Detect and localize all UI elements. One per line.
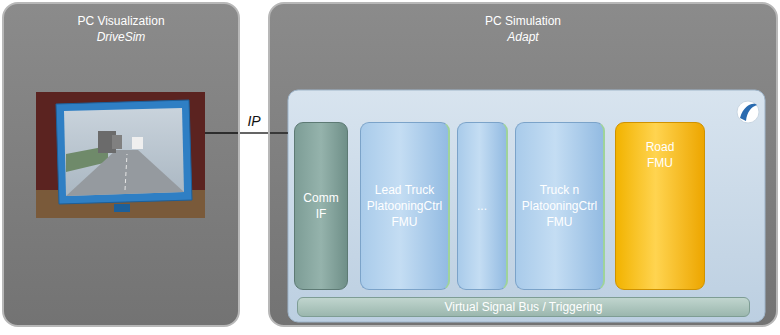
node-label: Road FMU [642,139,678,171]
truck [112,135,122,149]
monitor-screen [64,108,184,196]
monitor-illustration [4,4,238,325]
node-label: Virtual Signal Bus / Triggering [445,299,603,315]
ip-connector [240,132,268,133]
monitor-stand [114,204,130,212]
node-label: Comm IF [303,190,338,222]
ip-wire [270,132,288,133]
node-label: PC Visualization [77,13,164,29]
fmu-box: Lead Truck PlatooningCtrl FMU [360,122,450,290]
monitor-bezel [56,100,192,204]
interface-box: Comm IF [294,122,348,290]
node-subtitle: DriveSim [97,29,146,45]
tool-logo [737,101,759,123]
ip-wire [205,132,238,133]
node-subtitle: Adapt [507,29,538,45]
tool-logo-swoosh [740,104,757,121]
fmu-box: Truck n PlatooningCtrl FMU [515,122,605,290]
fmu-box: Road FMU [615,122,705,290]
truck [132,137,143,149]
signal-bus: Virtual Signal Bus / Triggering [297,297,750,317]
pc-panel: PC SimulationAdaptComm IF Lead Truck Plat… [268,2,778,327]
node-label: Truck n PlatooningCtrl FMU [521,182,598,230]
road [66,150,184,196]
connector-label: IP [246,113,261,129]
pc-panel: PC VisualizationDriveSim [2,2,240,327]
room-backdrop [36,92,205,218]
node-label: Lead Truck PlatooningCtrl FMU [366,182,443,230]
lane-marking [125,154,127,190]
node-label: ... [477,198,487,214]
node-label: PC Simulation [485,13,561,29]
fmu-box: ... [457,122,508,290]
runtime-region [288,90,765,322]
